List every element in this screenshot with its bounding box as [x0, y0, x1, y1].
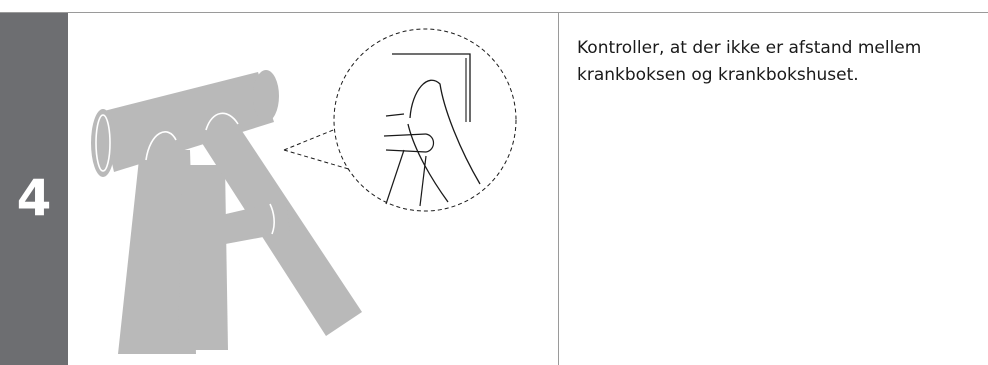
bracket-shell-cap	[253, 70, 279, 122]
magnified-detail	[333, 28, 517, 212]
bracket-shell-body	[100, 72, 274, 172]
magnifier-circle	[333, 28, 517, 212]
housing-edge	[392, 53, 471, 122]
frame-tubes	[91, 70, 362, 354]
top-divider	[0, 12, 988, 13]
tube-seams	[145, 112, 275, 235]
tube-outline-front	[409, 79, 481, 185]
instruction-text: Kontroller, at der ikke er afstand melle…	[577, 38, 922, 85]
cross-tube	[200, 200, 290, 248]
column-divider	[558, 13, 559, 365]
bracket-shell-end	[91, 109, 115, 177]
tube-outline-back	[407, 123, 449, 203]
down-tube-right	[178, 165, 228, 350]
step-number: 4	[16, 169, 52, 227]
step-sidebar	[0, 13, 68, 365]
crank-box-illustration	[91, 28, 517, 354]
bracket-opening	[95, 114, 111, 172]
down-tube-left	[118, 150, 196, 354]
